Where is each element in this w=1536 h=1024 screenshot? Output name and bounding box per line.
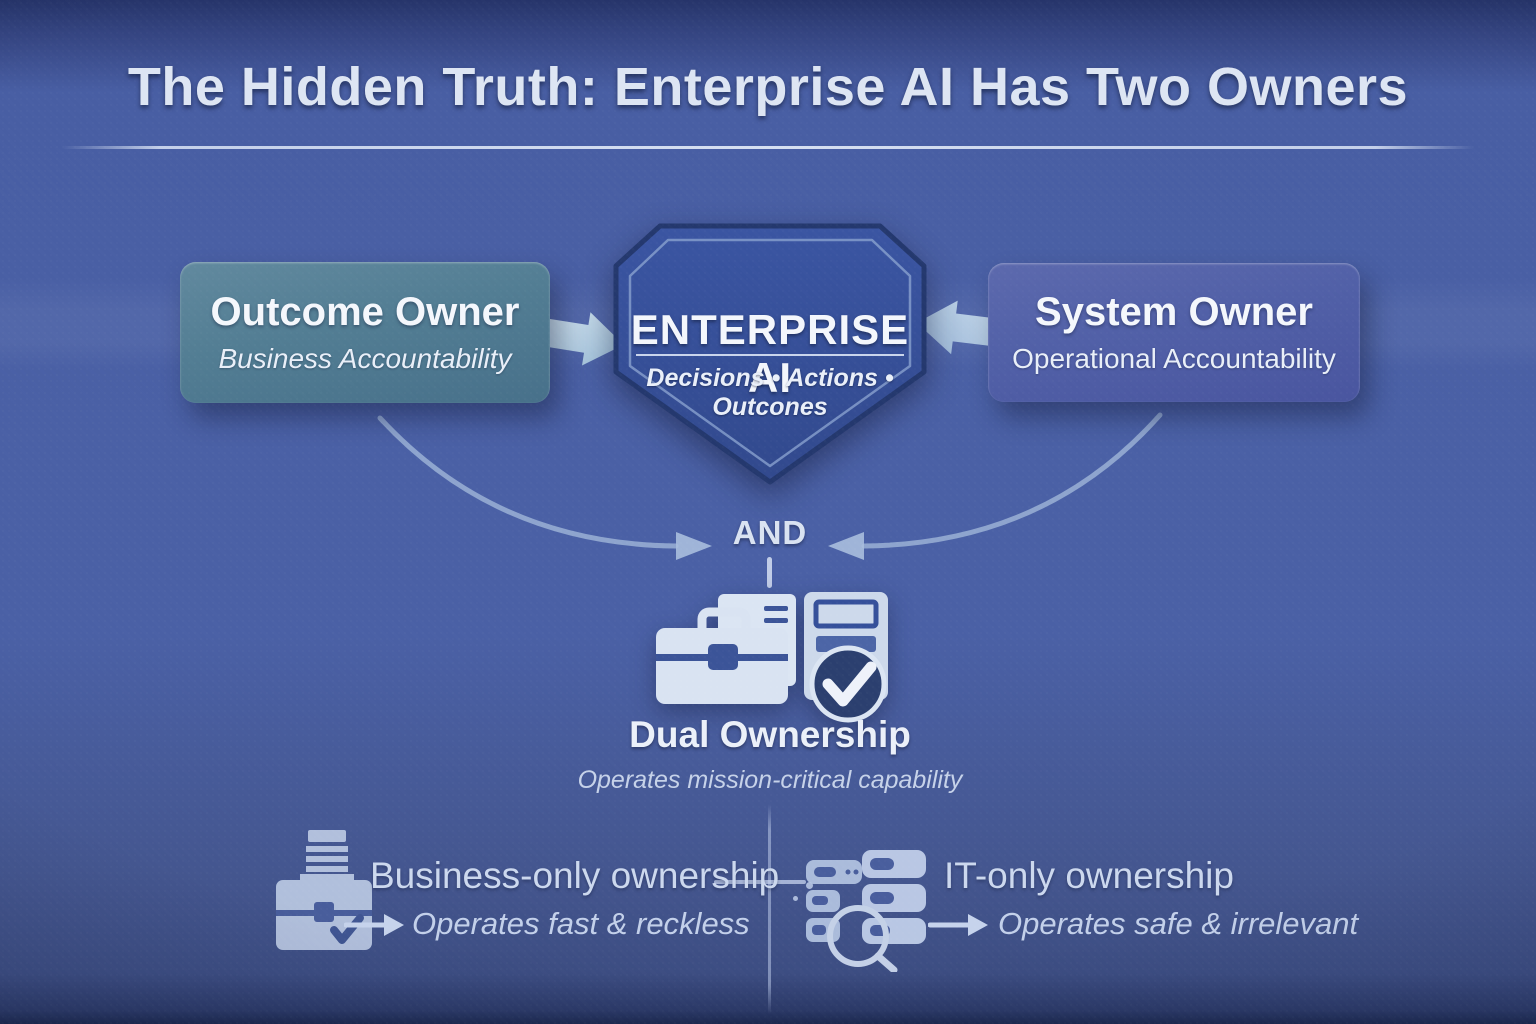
right-arrow-icon [344, 914, 404, 936]
outcome-owner-card: Outcome Owner Business Accountability [180, 262, 550, 403]
it-only-title: IT-only ownership [944, 855, 1234, 896]
briefcase-icon [656, 607, 788, 704]
magnifier-icon [827, 905, 898, 972]
enterprise-ai-title: ENTERPRISE AI [630, 306, 910, 401]
system-owner-subtitle: Operational Accountability [1012, 343, 1336, 374]
and-label: AND [732, 514, 808, 551]
bottom-divider-vertical [768, 804, 771, 1014]
dual-ownership-subtitle: Operates mission-critical capability [577, 766, 963, 794]
title-divider [62, 146, 1474, 149]
it-only-servers-icon [806, 850, 926, 972]
and-to-icons-tick [767, 557, 772, 588]
divider-dot [806, 882, 813, 889]
server-rack-icon [806, 850, 926, 944]
check-circle-icon [809, 645, 887, 723]
bottom-divider-horizontal [714, 880, 806, 884]
business-only-title: Business-only ownership [370, 855, 780, 896]
outcome-owner-subtitle: Business Accountability [218, 343, 512, 374]
it-only-subtitle: Operates safe & irrelevant [998, 906, 1359, 941]
system-owner-card: System Owner Operational Accountability [988, 263, 1360, 402]
divider-dot [793, 896, 798, 901]
page-title: The Hidden Truth: Enterprise AI Has Two … [127, 57, 1409, 117]
dual-ownership-icon [656, 592, 888, 723]
outcome-owner-title: Outcome Owner [210, 290, 520, 334]
dual-ownership-title: Dual Ownership [629, 714, 911, 755]
business-only-subtitle: Operates fast & reckless [412, 906, 750, 941]
enterprise-ai-underline [636, 354, 904, 356]
building-icon [300, 830, 354, 880]
business-only-briefcase-icon [276, 830, 372, 950]
enterprise-ai-subtitle: Decisions • Actions • Outcones [646, 364, 894, 421]
system-owner-title: System Owner [1035, 290, 1313, 334]
right-arrow-icon [928, 914, 988, 936]
